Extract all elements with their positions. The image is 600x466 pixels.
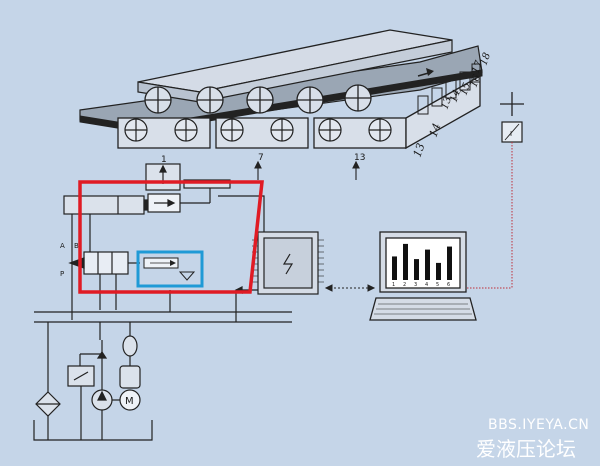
port-label-a: A xyxy=(60,242,65,250)
monitor-bar xyxy=(425,249,430,280)
red-highlight-box xyxy=(78,180,264,294)
position-sensor: I xyxy=(464,92,524,289)
side-roller-frames xyxy=(417,63,481,115)
watermark-url: BBS.IYEYA.CN xyxy=(488,417,589,433)
hydraulic-actuator: A B P xyxy=(60,163,231,278)
upper-rollers xyxy=(144,84,372,114)
motor-icon xyxy=(119,389,141,411)
motor-label: M xyxy=(125,396,134,407)
roller-number-label: 16 xyxy=(468,73,483,89)
computer-terminal: 1 2 3 4 5 6 xyxy=(369,231,477,321)
upper-roller xyxy=(144,86,172,114)
monitor-axis-label: 3 xyxy=(414,282,417,288)
svg-text:I: I xyxy=(510,130,512,138)
lightning-icon xyxy=(282,253,294,275)
monitor-bar xyxy=(436,262,441,280)
feedback-sensor xyxy=(183,179,231,189)
direction-arrow-icon xyxy=(417,68,434,77)
upper-roller xyxy=(296,86,324,114)
control-signal-line xyxy=(218,195,265,294)
roller-number-label: 17 xyxy=(470,59,485,75)
blue-highlight-box xyxy=(136,250,204,288)
monitor-bar xyxy=(392,256,397,280)
block-arrows xyxy=(254,160,360,180)
lower-number-label: 13 xyxy=(411,141,428,159)
monitor-axis-label: 6 xyxy=(447,282,450,288)
monitor-bar xyxy=(414,259,419,280)
monitor-bar xyxy=(403,243,408,280)
port-label-p: P xyxy=(60,270,64,278)
block-label-13: 13 xyxy=(354,153,365,163)
accumulator-top xyxy=(122,335,138,357)
accumulator xyxy=(119,365,141,389)
upper-roller xyxy=(344,84,372,112)
roller-number-label: 13 xyxy=(439,95,454,111)
upper-roller xyxy=(246,86,274,114)
block-label-7: 7 xyxy=(258,153,264,163)
watermark-title: 爱液压论坛 xyxy=(476,437,576,461)
hydraulic-power-unit: M xyxy=(33,335,153,441)
cylinder-rod xyxy=(143,199,149,211)
roller-number-label: 15 xyxy=(458,81,473,97)
oil-tank xyxy=(33,420,153,441)
monitor-bar xyxy=(447,246,452,280)
cylinder-body xyxy=(63,195,145,215)
servo-amplifier-cabinet xyxy=(252,231,324,295)
lower-rollers xyxy=(124,118,392,142)
monitor-bars xyxy=(392,243,452,280)
monitor-axis-label: 2 xyxy=(403,282,406,288)
check-valve-icon xyxy=(96,350,108,359)
signal-connection xyxy=(324,284,376,292)
upper-roller xyxy=(196,86,224,114)
directional-valve xyxy=(83,251,129,275)
port-label-b: B xyxy=(74,242,79,250)
monitor-axis-label: 1 xyxy=(392,282,395,288)
conveyor-assembly: 13 14 15 16 17 18 13 14 1 7 13 xyxy=(79,29,493,180)
monitor-axis-label: 5 xyxy=(436,282,439,288)
monitor-axis-label: 4 xyxy=(425,282,428,288)
watermark: BBS.IYEYA.CN 爱液压论坛 xyxy=(476,417,589,461)
roller-number-label: 14 xyxy=(448,88,463,104)
block-label-1: 1 xyxy=(161,155,167,165)
monitor-axis-labels: 1 2 3 4 5 6 xyxy=(392,282,450,288)
roller-number-label: 18 xyxy=(478,51,493,67)
lower-number-label: 14 xyxy=(427,121,444,139)
